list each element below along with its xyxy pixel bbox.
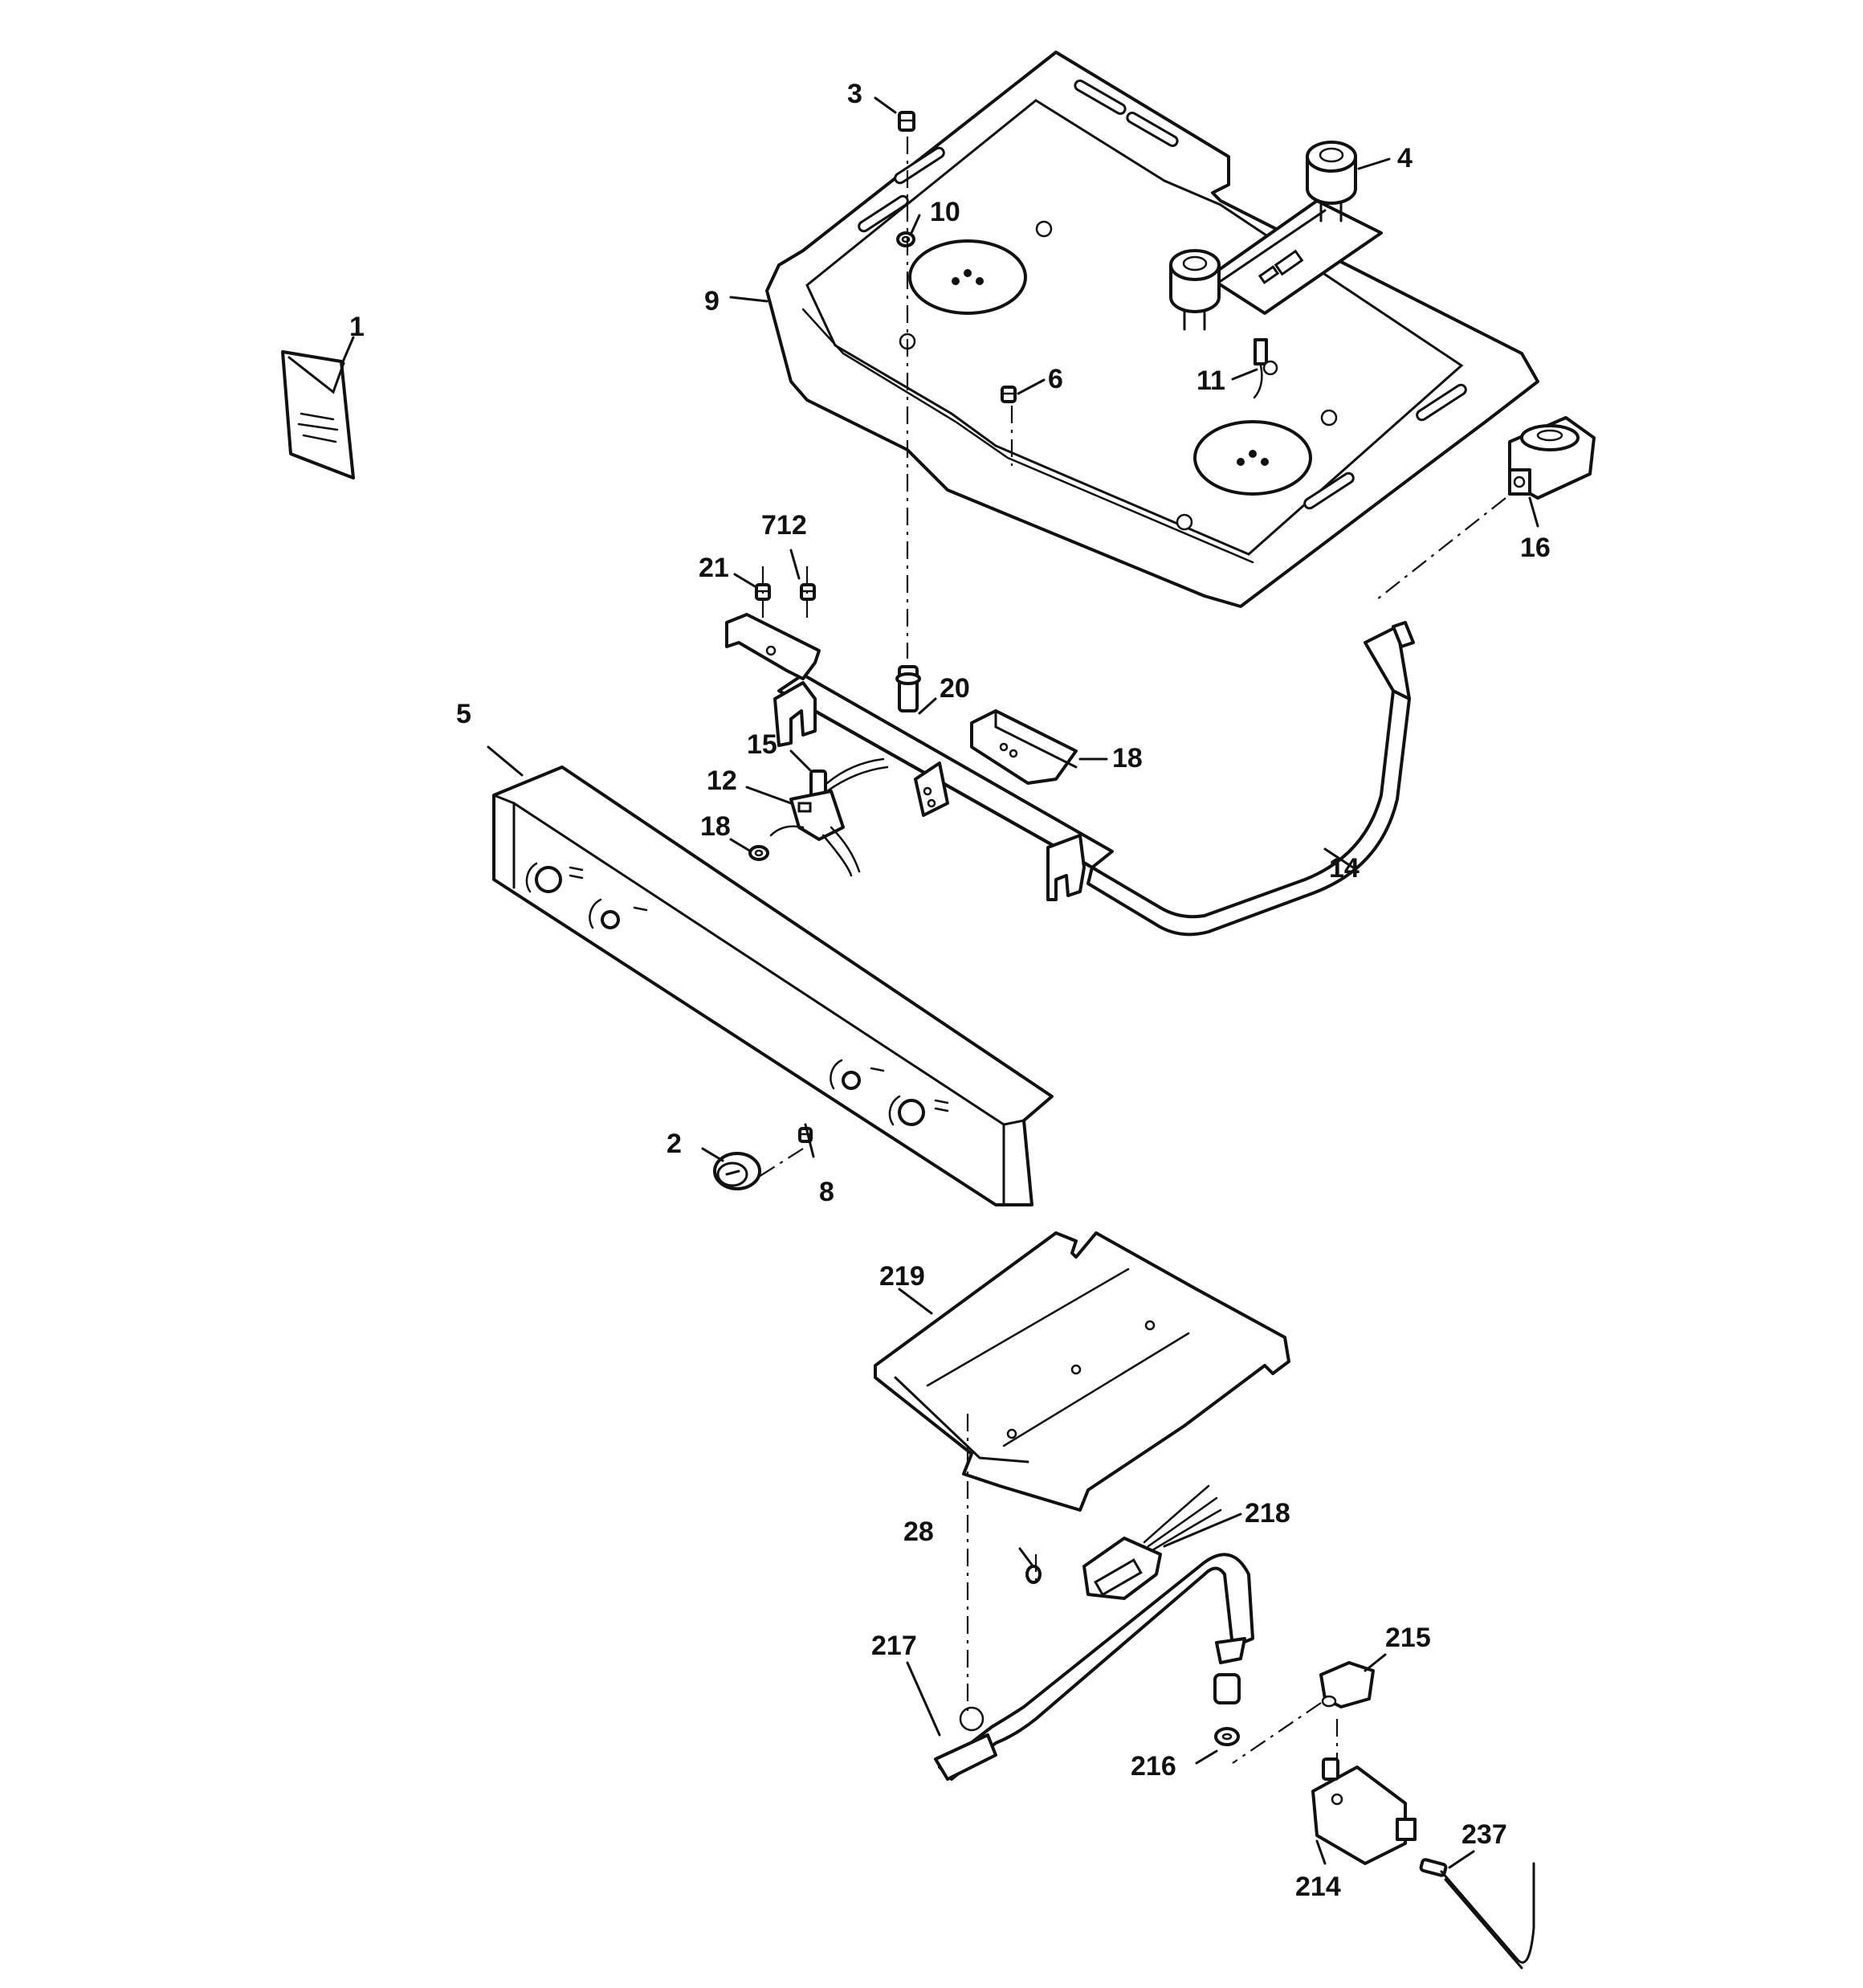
callout-8: 8 xyxy=(819,1177,834,1207)
callout-18-right: 18 xyxy=(1112,743,1143,774)
callout-237: 237 xyxy=(1461,1819,1507,1850)
callout-14: 14 xyxy=(1329,853,1360,884)
callout-labels: 1 2 3 4 5 6 8 9 10 11 12 14 15 16 18 18 … xyxy=(349,79,1551,1902)
callout-15: 15 xyxy=(747,729,777,760)
nut-18-left xyxy=(748,845,769,861)
callout-214: 214 xyxy=(1295,1872,1341,1902)
callout-20: 20 xyxy=(940,673,970,704)
control-knob xyxy=(713,1152,761,1190)
burner-shield xyxy=(874,1231,1290,1512)
callout-28: 28 xyxy=(903,1517,934,1547)
callout-9: 9 xyxy=(704,286,720,316)
callout-3: 3 xyxy=(847,79,862,109)
screw-6 xyxy=(1001,386,1017,403)
callout-12: 12 xyxy=(707,765,737,796)
nut-216 xyxy=(1213,1673,1241,1746)
dial-4 xyxy=(888,1095,925,1126)
burner-box xyxy=(765,51,1539,608)
callout-215: 215 xyxy=(1385,1623,1431,1653)
callout-6: 6 xyxy=(1048,364,1063,394)
bracket-215 xyxy=(1319,1661,1375,1708)
callout-2: 2 xyxy=(667,1129,682,1159)
dial-1 xyxy=(525,862,562,893)
pressure-regulator xyxy=(1508,416,1596,500)
manifold-pipe xyxy=(725,613,1415,937)
callout-217: 217 xyxy=(871,1631,917,1661)
callout-218: 218 xyxy=(1245,1498,1290,1529)
callout-18-left: 18 xyxy=(700,811,731,842)
capillary-tube xyxy=(1419,1858,1535,1970)
literature-envelope xyxy=(281,350,355,480)
bracket-18-right xyxy=(970,709,1078,785)
nut-10 xyxy=(896,231,915,247)
callout-11: 11 xyxy=(1196,365,1225,396)
callout-16: 16 xyxy=(1520,533,1551,563)
leader-lines xyxy=(340,96,1539,1869)
valve-switch-12 xyxy=(769,790,861,877)
callout-219: 219 xyxy=(879,1261,925,1292)
screw-28 xyxy=(1025,1565,1042,1584)
control-panel xyxy=(492,765,1054,1206)
callout-21: 21 xyxy=(699,553,729,583)
safety-valve xyxy=(1311,1757,1417,1865)
oven-burner xyxy=(934,1553,1254,1781)
burner-head-assembly xyxy=(1169,141,1383,331)
screw-712 xyxy=(800,583,816,601)
callout-216: 216 xyxy=(1131,1751,1176,1782)
alignment-lines xyxy=(758,137,1506,1764)
dial-3 xyxy=(830,1059,861,1090)
callout-1: 1 xyxy=(349,312,365,342)
valve-stem-20 xyxy=(895,665,921,712)
screw-3 xyxy=(898,111,915,132)
callout-4: 4 xyxy=(1397,143,1413,173)
dial-2 xyxy=(589,898,620,929)
callout-712: 712 xyxy=(761,510,807,541)
igniter xyxy=(1253,338,1278,399)
igniter-connector xyxy=(1082,1484,1222,1600)
callout-10: 10 xyxy=(930,197,960,227)
callout-5: 5 xyxy=(456,699,471,729)
